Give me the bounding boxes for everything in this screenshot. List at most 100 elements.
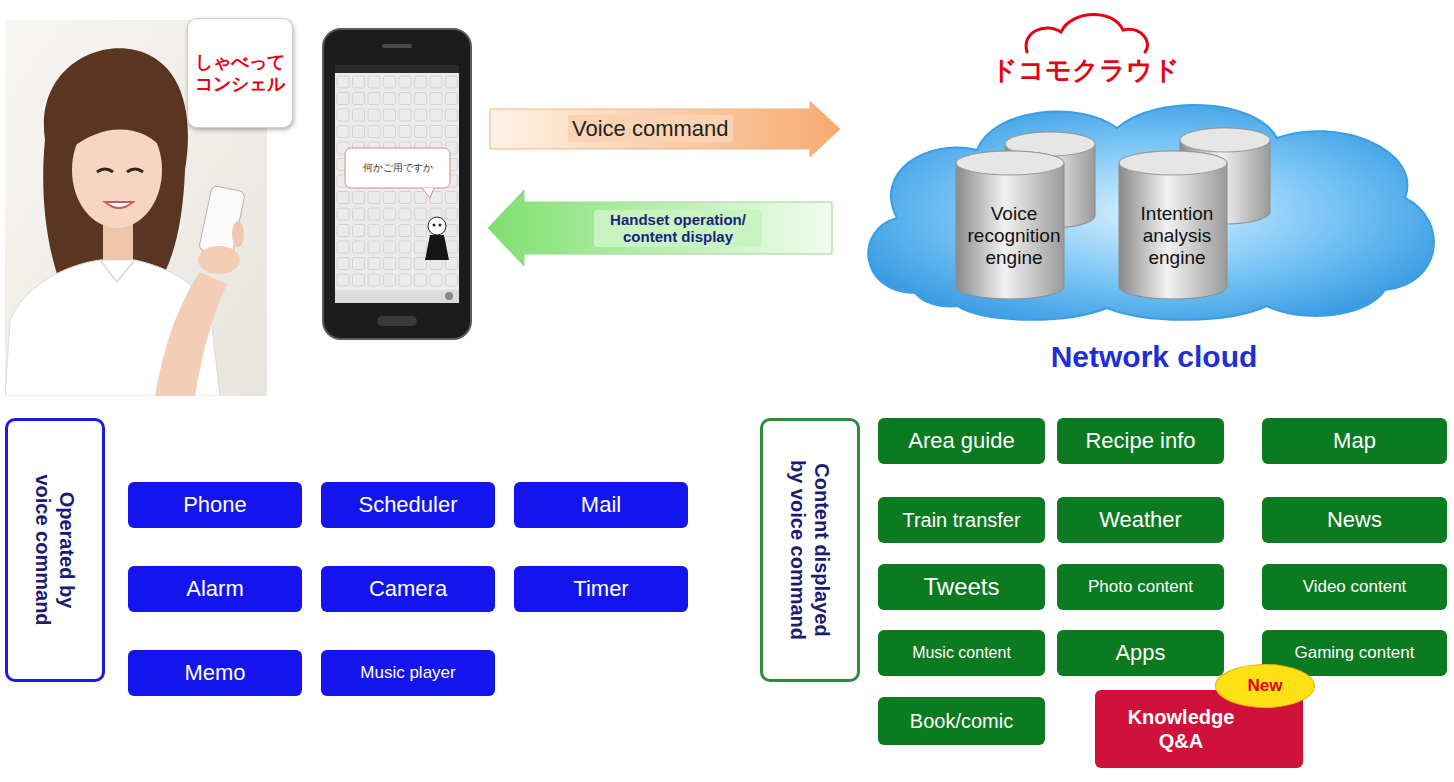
illustration-part <box>345 148 450 188</box>
node-text: Weather <box>1099 507 1182 533</box>
node-text: Music player <box>360 663 455 683</box>
node-text: Video content <box>1303 577 1407 597</box>
illustration-part <box>353 208 365 220</box>
illustration-part <box>335 65 459 73</box>
node-text: 何かご用ですか <box>345 161 450 175</box>
illustration-part <box>956 151 1064 175</box>
illustration-part <box>430 76 442 88</box>
node-text: Gaming content <box>1294 643 1414 663</box>
illustration-part <box>446 109 458 121</box>
content-button: News <box>1262 497 1447 543</box>
illustration-part <box>399 93 411 105</box>
node-text: Operated by voice command <box>31 470 79 630</box>
bangs <box>67 88 171 152</box>
node-text: Scheduler <box>358 492 457 518</box>
illustration-part <box>439 224 442 227</box>
illustration-part <box>335 290 459 303</box>
connector-group <box>488 101 840 266</box>
block-arrow <box>490 101 840 157</box>
arrow-label: Handset operation/ content display <box>594 210 762 247</box>
illustration-part <box>446 76 458 88</box>
function-button: Camera <box>321 566 495 612</box>
illustration-part <box>384 126 396 138</box>
illustration-part <box>1119 151 1227 175</box>
node-text: Network cloud <box>954 340 1354 374</box>
illustration-part <box>446 192 458 204</box>
illustration-part <box>353 109 365 121</box>
node-text: Timer <box>573 576 628 602</box>
illustration-part <box>415 76 427 88</box>
content-button: Music content <box>878 630 1045 676</box>
illustration-part <box>337 241 349 253</box>
arrow-label-anchor: Voice command <box>568 115 733 142</box>
illustration-part <box>337 192 349 204</box>
handset: 何かご用ですか <box>322 28 472 340</box>
illustration-part <box>382 44 412 48</box>
function-button: Timer <box>514 566 688 612</box>
illustration-part <box>446 126 458 138</box>
node-text: Content displayed by voice command <box>786 454 834 646</box>
illustration-part <box>422 188 434 198</box>
node-text: Intention analysis engine <box>1125 203 1229 269</box>
group-label: Operated by voice command <box>5 418 105 682</box>
illustration-part <box>337 76 458 286</box>
function-button: Alarm <box>128 566 302 612</box>
content-button: Photo content <box>1057 564 1224 610</box>
illustration-part <box>337 258 349 270</box>
eye <box>97 169 113 172</box>
illustration-part <box>956 151 1064 299</box>
node-text: Music content <box>912 644 1011 662</box>
illustration-part <box>415 93 427 105</box>
smile <box>105 202 133 208</box>
illustration-part <box>337 109 349 121</box>
illustration-part <box>399 109 411 121</box>
illustration-part <box>353 241 365 253</box>
content-button: Weather <box>1057 497 1224 543</box>
illustration-part <box>323 29 471 339</box>
illustration-part <box>446 208 458 220</box>
new-badge: New <box>1215 664 1315 708</box>
node-text: ドコモクラウド <box>985 54 1185 86</box>
cylinder-shape <box>1118 150 1228 300</box>
node-text: Area guide <box>908 428 1014 454</box>
hand <box>198 246 240 274</box>
illustration-part <box>1026 14 1147 52</box>
illustration-part <box>430 109 442 121</box>
illustration-part <box>368 126 380 138</box>
engine-cylinder: Voice recognition engine <box>955 150 1073 300</box>
illustration-part <box>399 208 411 220</box>
illustration-part <box>415 126 427 138</box>
illustration-part <box>428 217 446 235</box>
engine-cylinder: Intention analysis engine <box>1118 150 1236 300</box>
function-button: Scheduler <box>321 482 495 528</box>
illustration-part <box>415 109 427 121</box>
illustration-part <box>384 208 396 220</box>
eye <box>127 169 143 172</box>
node-text: Recipe info <box>1085 428 1195 454</box>
finger <box>232 221 244 247</box>
node-text: Book/comic <box>910 710 1013 733</box>
illustration-part <box>384 192 396 204</box>
node-text: Train transfer <box>902 509 1020 532</box>
illustration-part <box>384 225 396 237</box>
illustration-part <box>399 274 411 286</box>
illustration-part <box>353 93 365 105</box>
illustration-part <box>415 225 427 237</box>
illustration-part <box>433 224 436 227</box>
content-button: Apps <box>1057 630 1224 676</box>
illustration-part <box>1119 151 1227 299</box>
node-text: Apps <box>1115 640 1165 666</box>
illustration-part <box>446 225 458 237</box>
node-text: New <box>1248 676 1283 696</box>
node-text: Phone <box>183 492 247 518</box>
illustration-part <box>353 192 365 204</box>
illustration-part <box>868 105 1434 320</box>
function-button: Music player <box>321 650 495 696</box>
illustration-part <box>337 126 349 138</box>
illustration-part <box>368 76 380 88</box>
node-text: しゃべって コンシェル <box>194 51 286 94</box>
illustration-part <box>1180 128 1270 152</box>
illustration-part <box>415 258 427 270</box>
illustration-part <box>337 208 349 220</box>
